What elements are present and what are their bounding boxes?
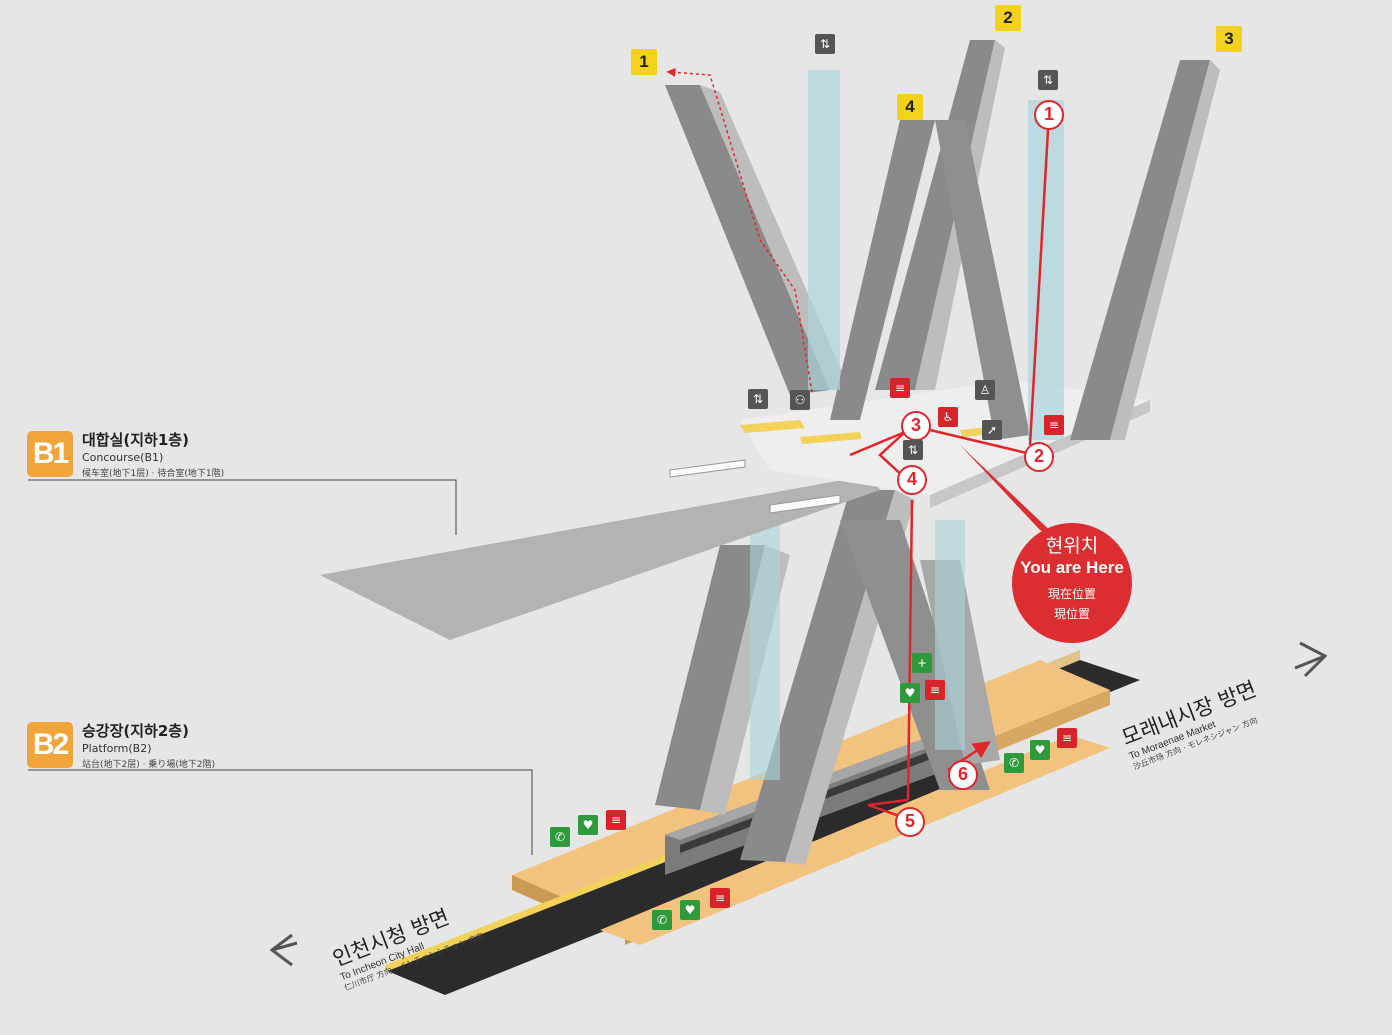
fire-extinguisher-icon: ≡ <box>606 810 626 830</box>
elevator-icon: ⇅ <box>1038 70 1058 90</box>
fire-extinguisher-icon: ≡ <box>1057 728 1077 748</box>
you-are-here-korean: 현위치 <box>1045 535 1099 557</box>
elevator-icon: ⇅ <box>815 34 835 54</box>
fire-extinguisher-icon: ≡ <box>925 680 945 700</box>
arrow-left-icon <box>269 933 298 967</box>
route-step-4: 4 <box>897 465 927 495</box>
nursing-room-icon: ♙ <box>975 380 995 400</box>
elevator-icon: ⇅ <box>748 389 768 409</box>
level-title-b1: 대합실(지하1층) <box>82 431 189 449</box>
level-subtitle-b1: Concourse(B1) <box>82 451 164 464</box>
route-step-6: 6 <box>948 760 978 790</box>
fire-extinguisher-icon: ≡ <box>710 888 730 908</box>
upper-escalators <box>665 40 1220 440</box>
route-step-3: 3 <box>901 411 931 441</box>
aed-icon: ♥ <box>900 683 920 703</box>
level-subtitle-b2: Platform(B2) <box>82 742 152 755</box>
level-leader-lines <box>28 479 533 855</box>
exit-badge-3: 3 <box>1216 26 1242 52</box>
aed-icon: ♥ <box>1030 740 1050 760</box>
aed-icon: ♥ <box>680 900 700 920</box>
you-are-here-marker: 현위치 You are Here 現在位置 現位置 <box>1012 523 1132 643</box>
level-subtitle2-b2: 站台(地下2层) · 乗り場(地下2階) <box>82 760 216 770</box>
level-subtitle2-b1: 候车室(地下1层) · 待合室(地下1階) <box>82 469 225 479</box>
aed-icon: ♥ <box>578 815 598 835</box>
exit-badge-2: 2 <box>995 5 1021 31</box>
restroom-icon: ⚇ <box>790 390 810 410</box>
level-title-b2: 승강장(지하2층) <box>82 722 189 740</box>
route-step-5: 5 <box>895 807 925 837</box>
fire-extinguisher-icon: ≡ <box>1044 415 1064 435</box>
fire-extinguisher-icon: ≡ <box>890 378 910 398</box>
route-step-1: 1 <box>1034 100 1064 130</box>
wheelchair-icon: ♿ <box>938 407 958 427</box>
exit-badge-4: 4 <box>897 94 923 120</box>
you-are-here-japanese: 現位置 <box>1053 607 1090 621</box>
emergency-phone-icon: ✆ <box>550 827 570 847</box>
elevator-icon: ⇅ <box>903 440 923 460</box>
emergency-phone-icon: ✆ <box>652 910 672 930</box>
route-step-2: 2 <box>1024 442 1054 472</box>
you-are-here-chinese: 現在位置 <box>1047 587 1096 601</box>
emergency-phone-icon: ✆ <box>1004 753 1024 773</box>
exit-badge-1: 1 <box>631 49 657 75</box>
you-are-here-pointer <box>960 445 1060 540</box>
emergency-exit-icon: ➚ <box>982 420 1002 440</box>
you-are-here-english: You are Here <box>1020 558 1124 577</box>
level-badge-b2: B2 <box>27 722 73 768</box>
exit-1-route <box>666 67 813 393</box>
level-badge-b1: B1 <box>27 431 73 477</box>
arrow-right-icon <box>1294 641 1328 678</box>
emergency-exit-icon: + <box>912 653 932 673</box>
